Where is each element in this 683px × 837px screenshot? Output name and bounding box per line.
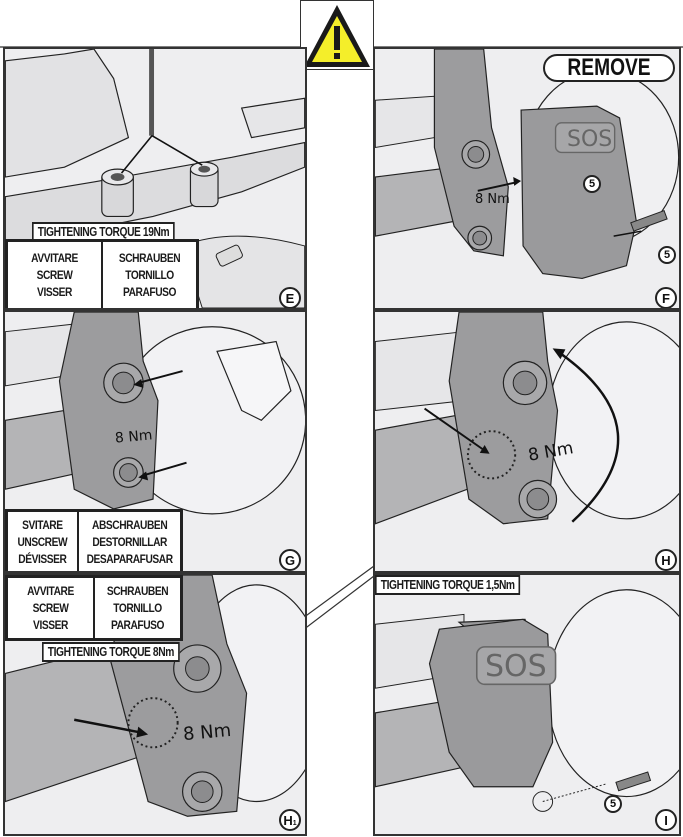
instruction-it: AVVITARE (31, 251, 78, 265)
instruction-fr: DÉVISSER (18, 551, 67, 566)
instruction-it: SVITARE (22, 517, 63, 532)
instruction-col-it-en-fr: SVITARE UNSCREW DÉVISSER (5, 509, 79, 571)
instruction-table: AVVITARE SCREW VISSER SCHRAUBEN TORNILLO… (5, 239, 199, 308)
sos-label: SOS (567, 127, 613, 152)
panel-f: SOS 8 Nm 5 5 F (373, 47, 681, 310)
instruction-col-de-es-pt: SCHRAUBEN TORNILLO PARAFUSO (93, 575, 183, 641)
sos-switch-install-illustration (375, 589, 679, 812)
instruction-es: DESTORNILLAR (92, 534, 167, 549)
step-badge-g: G (279, 549, 301, 571)
torque-label: TIGHTENING TORQUE 8Nm (42, 642, 180, 662)
instruction-fr: VISSER (33, 617, 68, 632)
instruction-de: SCHRAUBEN (106, 583, 169, 598)
step-badge-e: E (279, 287, 301, 308)
panel-g: 8 Nm SVITARE UNSCREW DÉVISSER ABSCHRAUBE… (3, 310, 307, 573)
torque-value: 8 Nm (114, 427, 154, 447)
step-badge-h: H (655, 549, 677, 571)
step-letter: H (283, 812, 293, 828)
screw-part-number-badge: 5 (604, 795, 622, 813)
instruction-pt: PARAFUSO (122, 285, 177, 299)
instruction-de: SCHRAUBEN (118, 251, 181, 265)
warning-box (300, 0, 374, 70)
instruction-en: SCREW (36, 268, 73, 282)
warning-triangle-icon (304, 5, 370, 67)
instruction-col-it-en-fr: AVVITARE SCREW VISSER (5, 575, 95, 641)
torque-value: 8 Nm (475, 192, 510, 207)
part-number-badge: 5 (583, 175, 601, 193)
instruction-col-de-es-pt: SCHRAUBEN TORNILLO PARAFUSO (101, 239, 199, 308)
instruction-col-it-en-fr: AVVITARE SCREW VISSER (5, 239, 103, 308)
instruction-en: UNSCREW (17, 534, 68, 549)
instruction-col-de-es-pt: ABSCHRAUBEN DESTORNILLAR DESAPARAFUSAR (76, 509, 183, 571)
handlebar-clamp-illustration (5, 49, 305, 308)
sos-label: SOS (485, 649, 547, 684)
panel-i: TIGHTENING TORQUE 1,5Nm SOS 5 I (373, 573, 681, 836)
instruction-fr: VISSER (37, 285, 72, 299)
step-subscript: 1 (292, 819, 297, 827)
torque-label: TIGHTENING TORQUE 1,5Nm (375, 575, 521, 595)
screw-part-number-badge: 5 (658, 246, 676, 264)
torque-label: TIGHTENING TORQUE 19Nm (32, 222, 175, 242)
step-badge-i: I (655, 809, 677, 831)
remove-label: REMOVE (543, 54, 675, 82)
clamp-detail-illustration (5, 575, 305, 817)
instruction-es: TORNILLO (113, 600, 162, 615)
remove-label-text: REMOVE (567, 54, 651, 81)
instruction-es: TORNILLO (125, 268, 174, 282)
instruction-table: AVVITARE SCREW VISSER SCHRAUBEN TORNILLO… (5, 575, 183, 641)
clamp-unscrew-illustration (5, 312, 305, 515)
instruction-pt: PARAFUSO (110, 617, 165, 632)
instruction-table: SVITARE UNSCREW DÉVISSER ABSCHRAUBEN DES… (5, 509, 183, 571)
instruction-pt: DESAPARAFUSAR (86, 551, 173, 566)
panel-e: TIGHTENING TORQUE 19Nm AVVITARE SCREW VI… (3, 47, 307, 310)
instruction-en: SCREW (32, 600, 69, 615)
panel-h: 8 Nm H (373, 310, 681, 573)
sos-switch-remove-illustration (375, 49, 679, 280)
panel-h1: AVVITARE SCREW VISSER SCHRAUBEN TORNILLO… (3, 573, 307, 836)
instruction-de: ABSCHRAUBEN (91, 517, 168, 532)
step-badge-f: F (655, 287, 677, 308)
clamp-rotate-illustration (375, 312, 679, 525)
torque-value: 8 Nm (182, 719, 233, 746)
instruction-it: AVVITARE (27, 583, 74, 598)
